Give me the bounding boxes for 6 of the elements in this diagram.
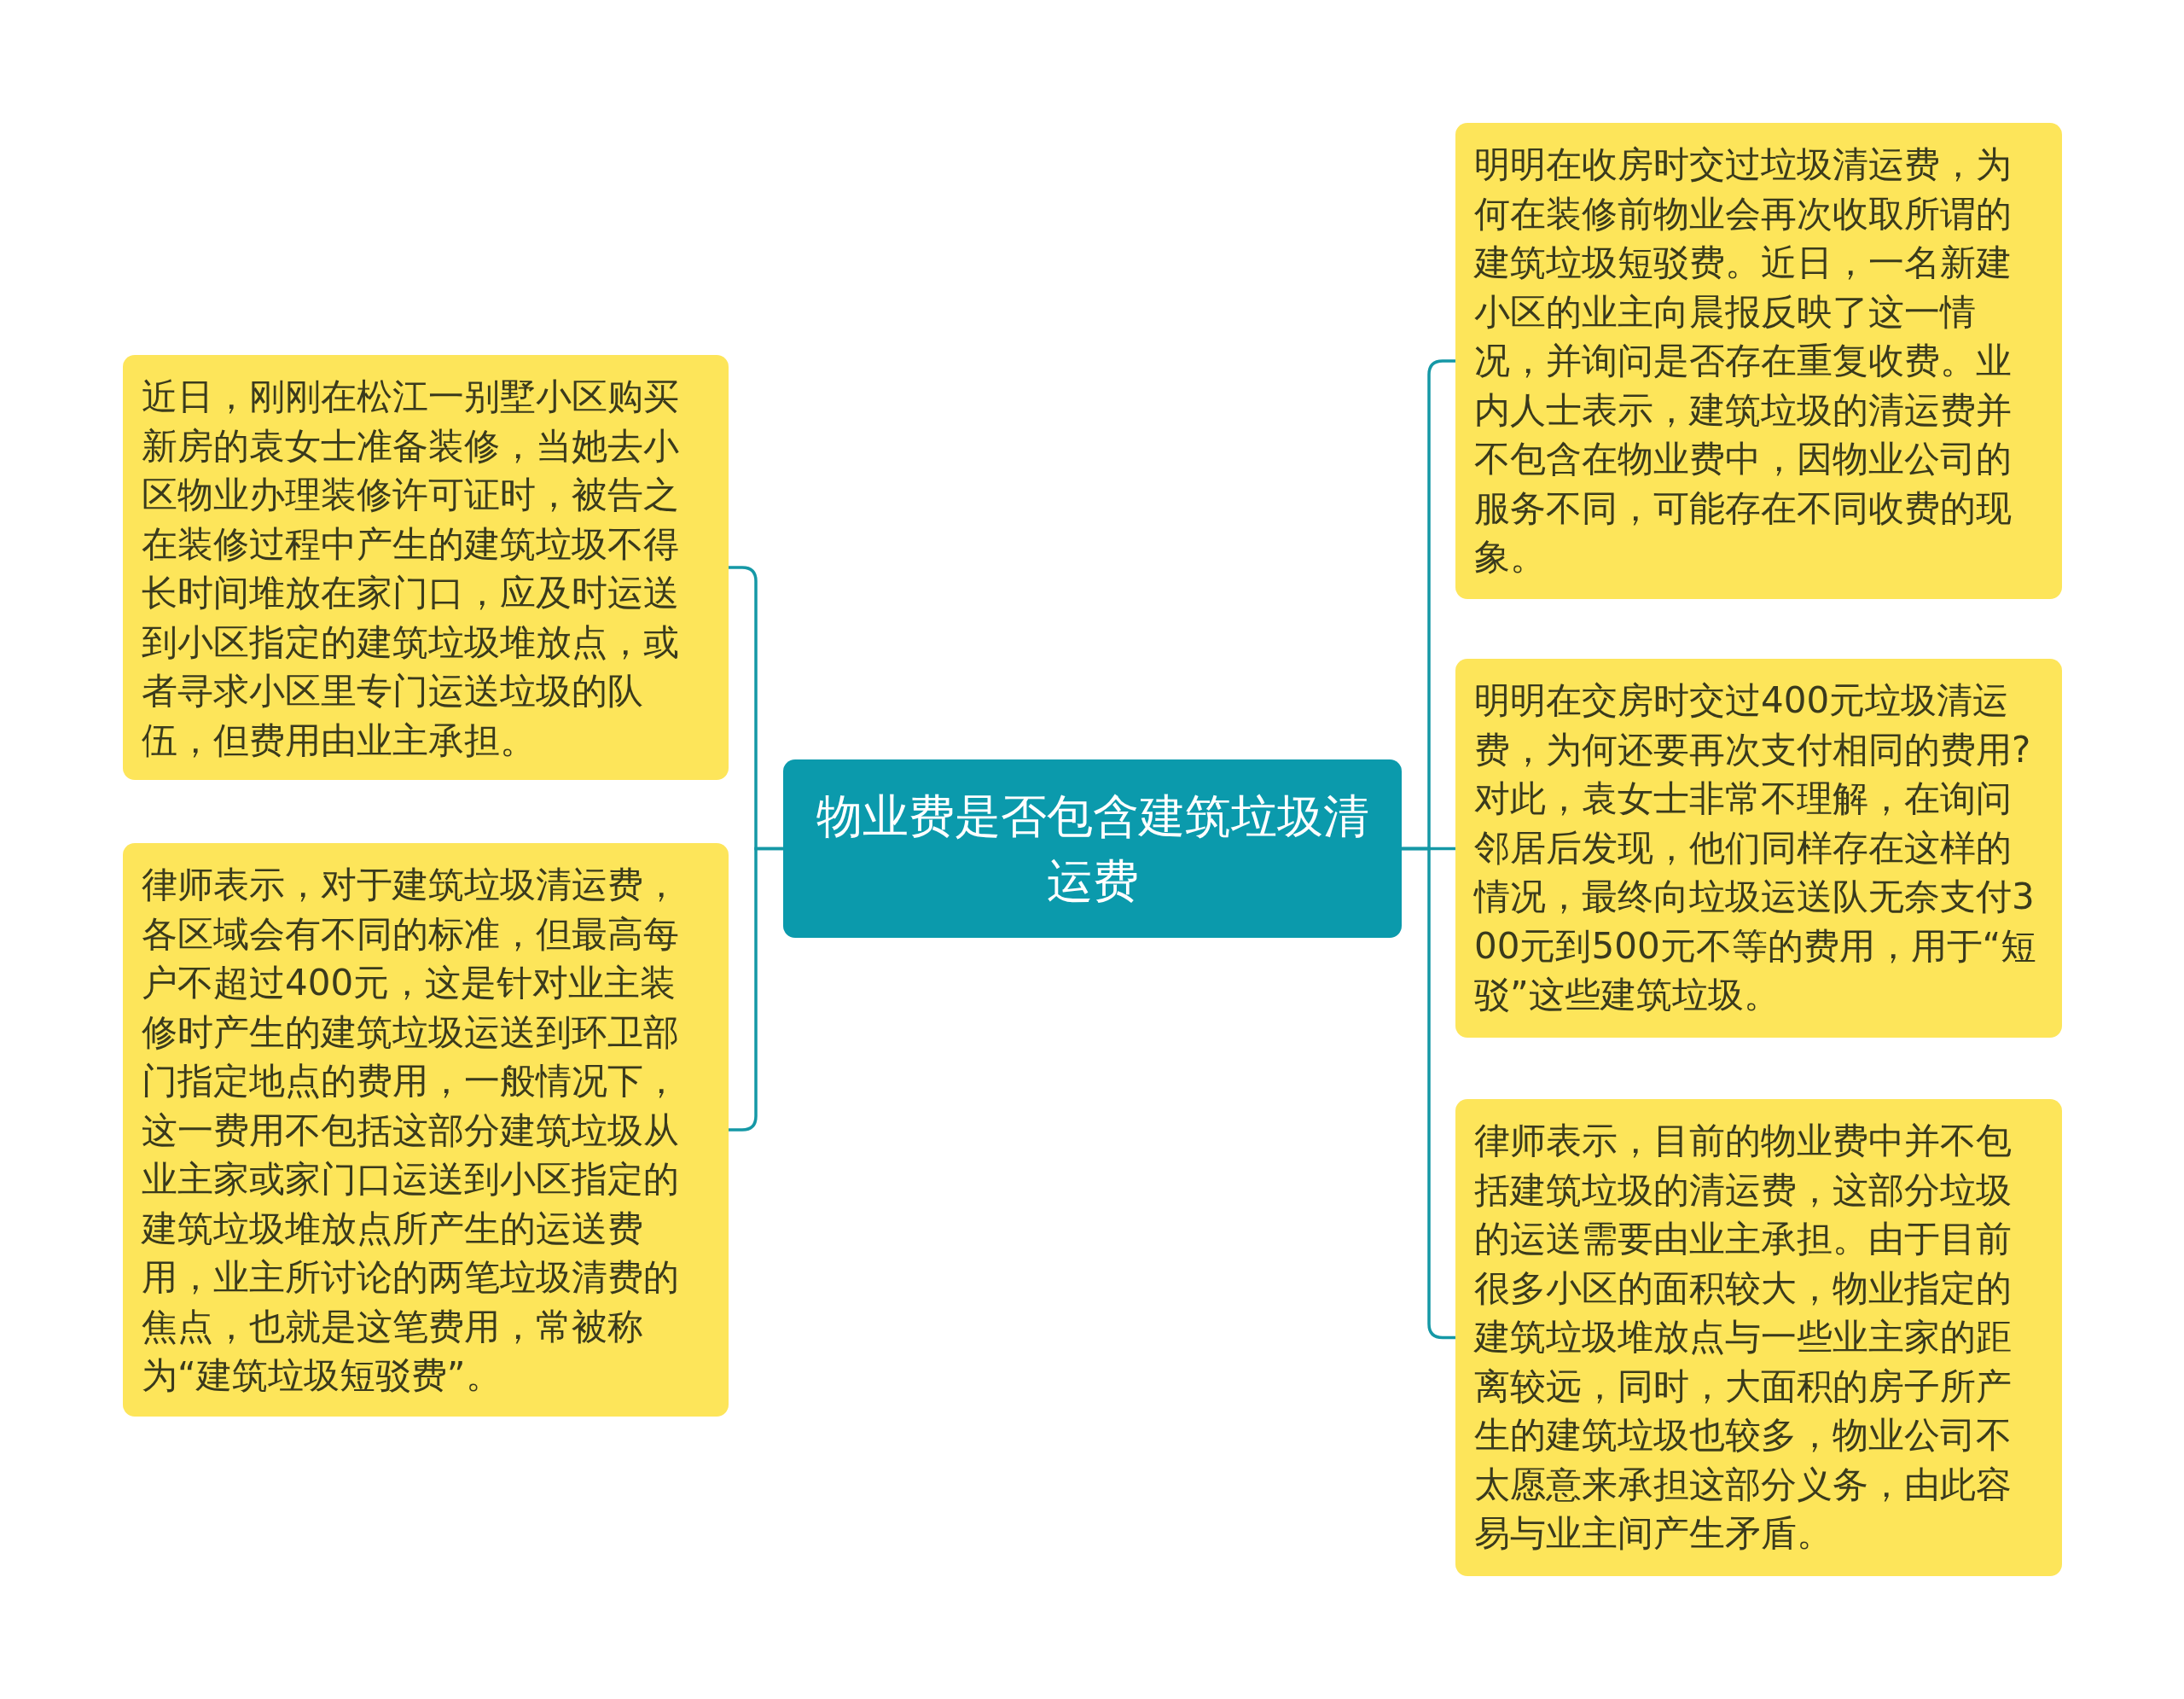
text-box: 近日，刚刚在松江一别墅小区购买新房的袁女士准备装修，当她去小区物业办理装修许可证时，被告之在装修过程中产生的建筑垃圾不得长时间堆放在家门口，应及时运送到小区指定的建筑垃圾堆放点，或者寻求小区里专门运送垃圾的队伍，但费用由业主承担。 (123, 355, 729, 780)
text-box: 律师表示，目前的物业费中并不包括建筑垃圾的清运费，这部分垃圾的运送需要由业主承担。由于目前很多小区的面积较大，物业指定的建筑垃圾堆放点与一些业主家的距离较远，同时，大面积的房子所产生的建筑垃圾也较多，物业公司不太愿意来承担这部分义务，由此容易与业主间产生矛盾。 (1455, 1099, 2062, 1576)
text-box: 律师表示，对于建筑垃圾清运费，各区域会有不同的标准，但最高每户不超过400元，这是针对业主装修时产生的建筑垃圾运送到环卫部门指定地点的费用，一般情况下，这一费用不包括这部分建筑垃圾从业主家或家门口运送到小区指定的建筑垃圾堆放点所产生的运送费用，业主所讨论的两笔垃圾清费的焦点，也就是这笔费用，常被称为“建筑垃圾短驳费”。 (123, 843, 729, 1417)
topic-box: 物业费是否包含建筑垃圾清运费 (783, 759, 1402, 938)
text-box: 明明在收房时交过垃圾清运费，为何在装修前物业会再次收取所谓的建筑垃圾短驳费。近日，一名新建小区的业主向晨报反映了这一情况，并询问是否存在重复收费。业内人士表示，建筑垃圾的清运费并不包含在物业费中，因物业公司的服务不同，可能存在不同收费的现象。 (1455, 123, 2062, 599)
text-box: 明明在交房时交过400元垃圾清运费，为何还要再次支付相同的费用?对此，袁女士非常不理解，在询问邻居后发现，他们同样存在这样的情况，最终向垃圾运送队无奈支付300元到500元不等的费用，用于“短驳”这些建筑垃圾。 (1455, 659, 2062, 1038)
